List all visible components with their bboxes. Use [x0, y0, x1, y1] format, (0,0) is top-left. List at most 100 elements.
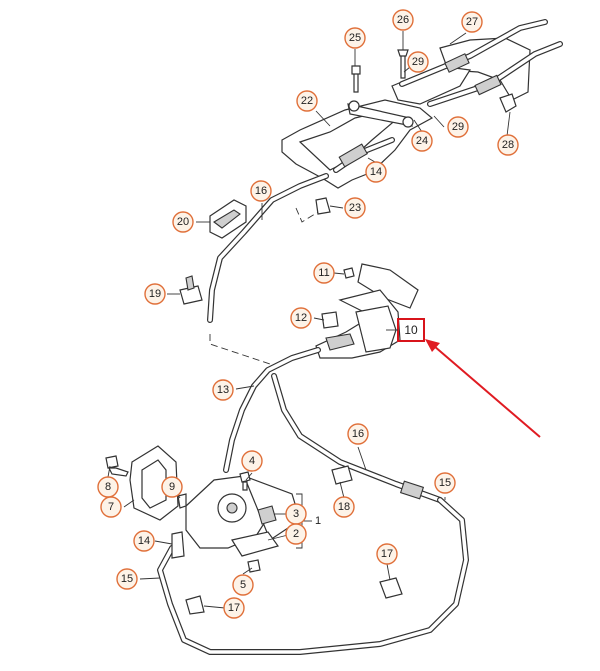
- callout-circle: [447, 116, 469, 138]
- pin: [397, 49, 409, 79]
- cable-end-fitting: [171, 531, 185, 559]
- lever-pivot-center: [226, 502, 238, 514]
- cable-bellows-upper: [444, 53, 470, 73]
- callout-circle: [461, 11, 483, 33]
- bushing: [257, 505, 277, 525]
- callout-circle: [376, 543, 398, 565]
- callout-2: 2: [285, 523, 307, 545]
- handle-bracket: [355, 305, 397, 353]
- callout-22: 22: [296, 90, 318, 112]
- cable-bellows-middle: [338, 143, 369, 168]
- callout-3: 3: [285, 503, 307, 525]
- pivot-pin: [402, 116, 414, 128]
- cable-16-upper: [207, 173, 329, 323]
- callout-circle: [172, 211, 194, 233]
- callout-circle: [434, 472, 456, 494]
- callout-circle: [232, 574, 254, 596]
- callout-number: 15: [121, 573, 133, 585]
- cable-clip-18: [331, 465, 353, 485]
- cable-clip-17: [185, 595, 205, 615]
- callout-circle: [133, 530, 155, 552]
- callout-number: 29: [452, 121, 464, 133]
- cable-clip-19: [179, 275, 203, 305]
- callout-number: 7: [108, 501, 114, 513]
- callout-circle: [223, 597, 245, 619]
- callout-circle: [333, 496, 355, 518]
- callout-25: 25: [344, 27, 366, 49]
- highlight-label: 10: [404, 323, 418, 337]
- callout-26: 26: [392, 9, 414, 31]
- callout-circle: [344, 197, 366, 219]
- callout-11: 11: [313, 262, 335, 284]
- callout-number: 3: [293, 508, 299, 520]
- callout-circle: [365, 161, 387, 183]
- connection-line: [295, 207, 319, 223]
- callout-circle: [313, 262, 335, 284]
- callout-number: 8: [105, 481, 111, 493]
- cable-clip-17: [379, 577, 403, 599]
- callout-number: 16: [352, 428, 364, 440]
- callout-circle: [100, 496, 122, 518]
- callout-12: 12: [290, 307, 312, 329]
- callout-circle: [411, 130, 433, 152]
- callout-17: 17: [376, 543, 398, 565]
- callout-number: 18: [338, 501, 350, 513]
- callout-number: 5: [240, 579, 246, 591]
- callout-number: 26: [397, 14, 409, 26]
- callout-number: 15: [439, 477, 451, 489]
- callout-number: 29: [412, 56, 424, 68]
- callout-number: 17: [381, 548, 393, 560]
- callout-number: 16: [255, 185, 267, 197]
- callout-17: 17: [223, 597, 245, 619]
- spring-clip: [231, 531, 279, 557]
- callout-27: 27: [461, 11, 483, 33]
- bolt: [343, 267, 355, 279]
- callout-29: 29: [447, 116, 469, 138]
- callout-number: 19: [149, 288, 161, 300]
- selector-lever: [347, 103, 413, 127]
- callout-16: 16: [347, 423, 369, 445]
- callout-number: 12: [295, 312, 307, 324]
- arrow-shaft: [433, 345, 541, 438]
- callout-circle: [407, 51, 429, 73]
- retaining-clip: [499, 93, 517, 113]
- pointer-arrow: [425, 339, 541, 438]
- callout-4: 4: [241, 450, 263, 472]
- handle-release: [325, 333, 355, 351]
- callout-circle: [296, 90, 318, 112]
- cable-bellows-lower: [474, 74, 502, 96]
- cable-clip: [315, 197, 331, 215]
- assembly-number-label: 1: [315, 515, 321, 527]
- handle-grip: [357, 263, 419, 309]
- callout-number: 14: [138, 535, 150, 547]
- callout-7: 7: [100, 496, 122, 518]
- callout-14: 14: [365, 161, 387, 183]
- shift-linkage-assembly: [209, 19, 563, 239]
- callout-29: 29: [407, 51, 429, 73]
- bolt: [351, 65, 361, 93]
- callout-16: 16: [250, 180, 272, 202]
- callout-number: 25: [349, 32, 361, 44]
- callout-number: 4: [249, 455, 255, 467]
- callout-number: 13: [217, 384, 229, 396]
- callout-circle: [344, 27, 366, 49]
- callout-24: 24: [411, 130, 433, 152]
- callout-28: 28: [497, 134, 519, 156]
- bolt: [247, 559, 261, 573]
- callout-19: 19: [144, 283, 166, 305]
- connection-line: [209, 334, 271, 365]
- highlight-part-10[interactable]: 10: [386, 318, 425, 342]
- callout-number: 9: [169, 481, 175, 493]
- callout-15: 15: [434, 472, 456, 494]
- bolt: [105, 455, 129, 477]
- callout-circle: [392, 9, 414, 31]
- callout-circle: [161, 476, 183, 498]
- callout-number: 11: [318, 267, 329, 279]
- callout-circle: [144, 283, 166, 305]
- callout-number: 23: [349, 202, 361, 214]
- pivot-pin: [348, 100, 360, 112]
- pin: [177, 493, 187, 509]
- callout-number: 24: [416, 135, 428, 147]
